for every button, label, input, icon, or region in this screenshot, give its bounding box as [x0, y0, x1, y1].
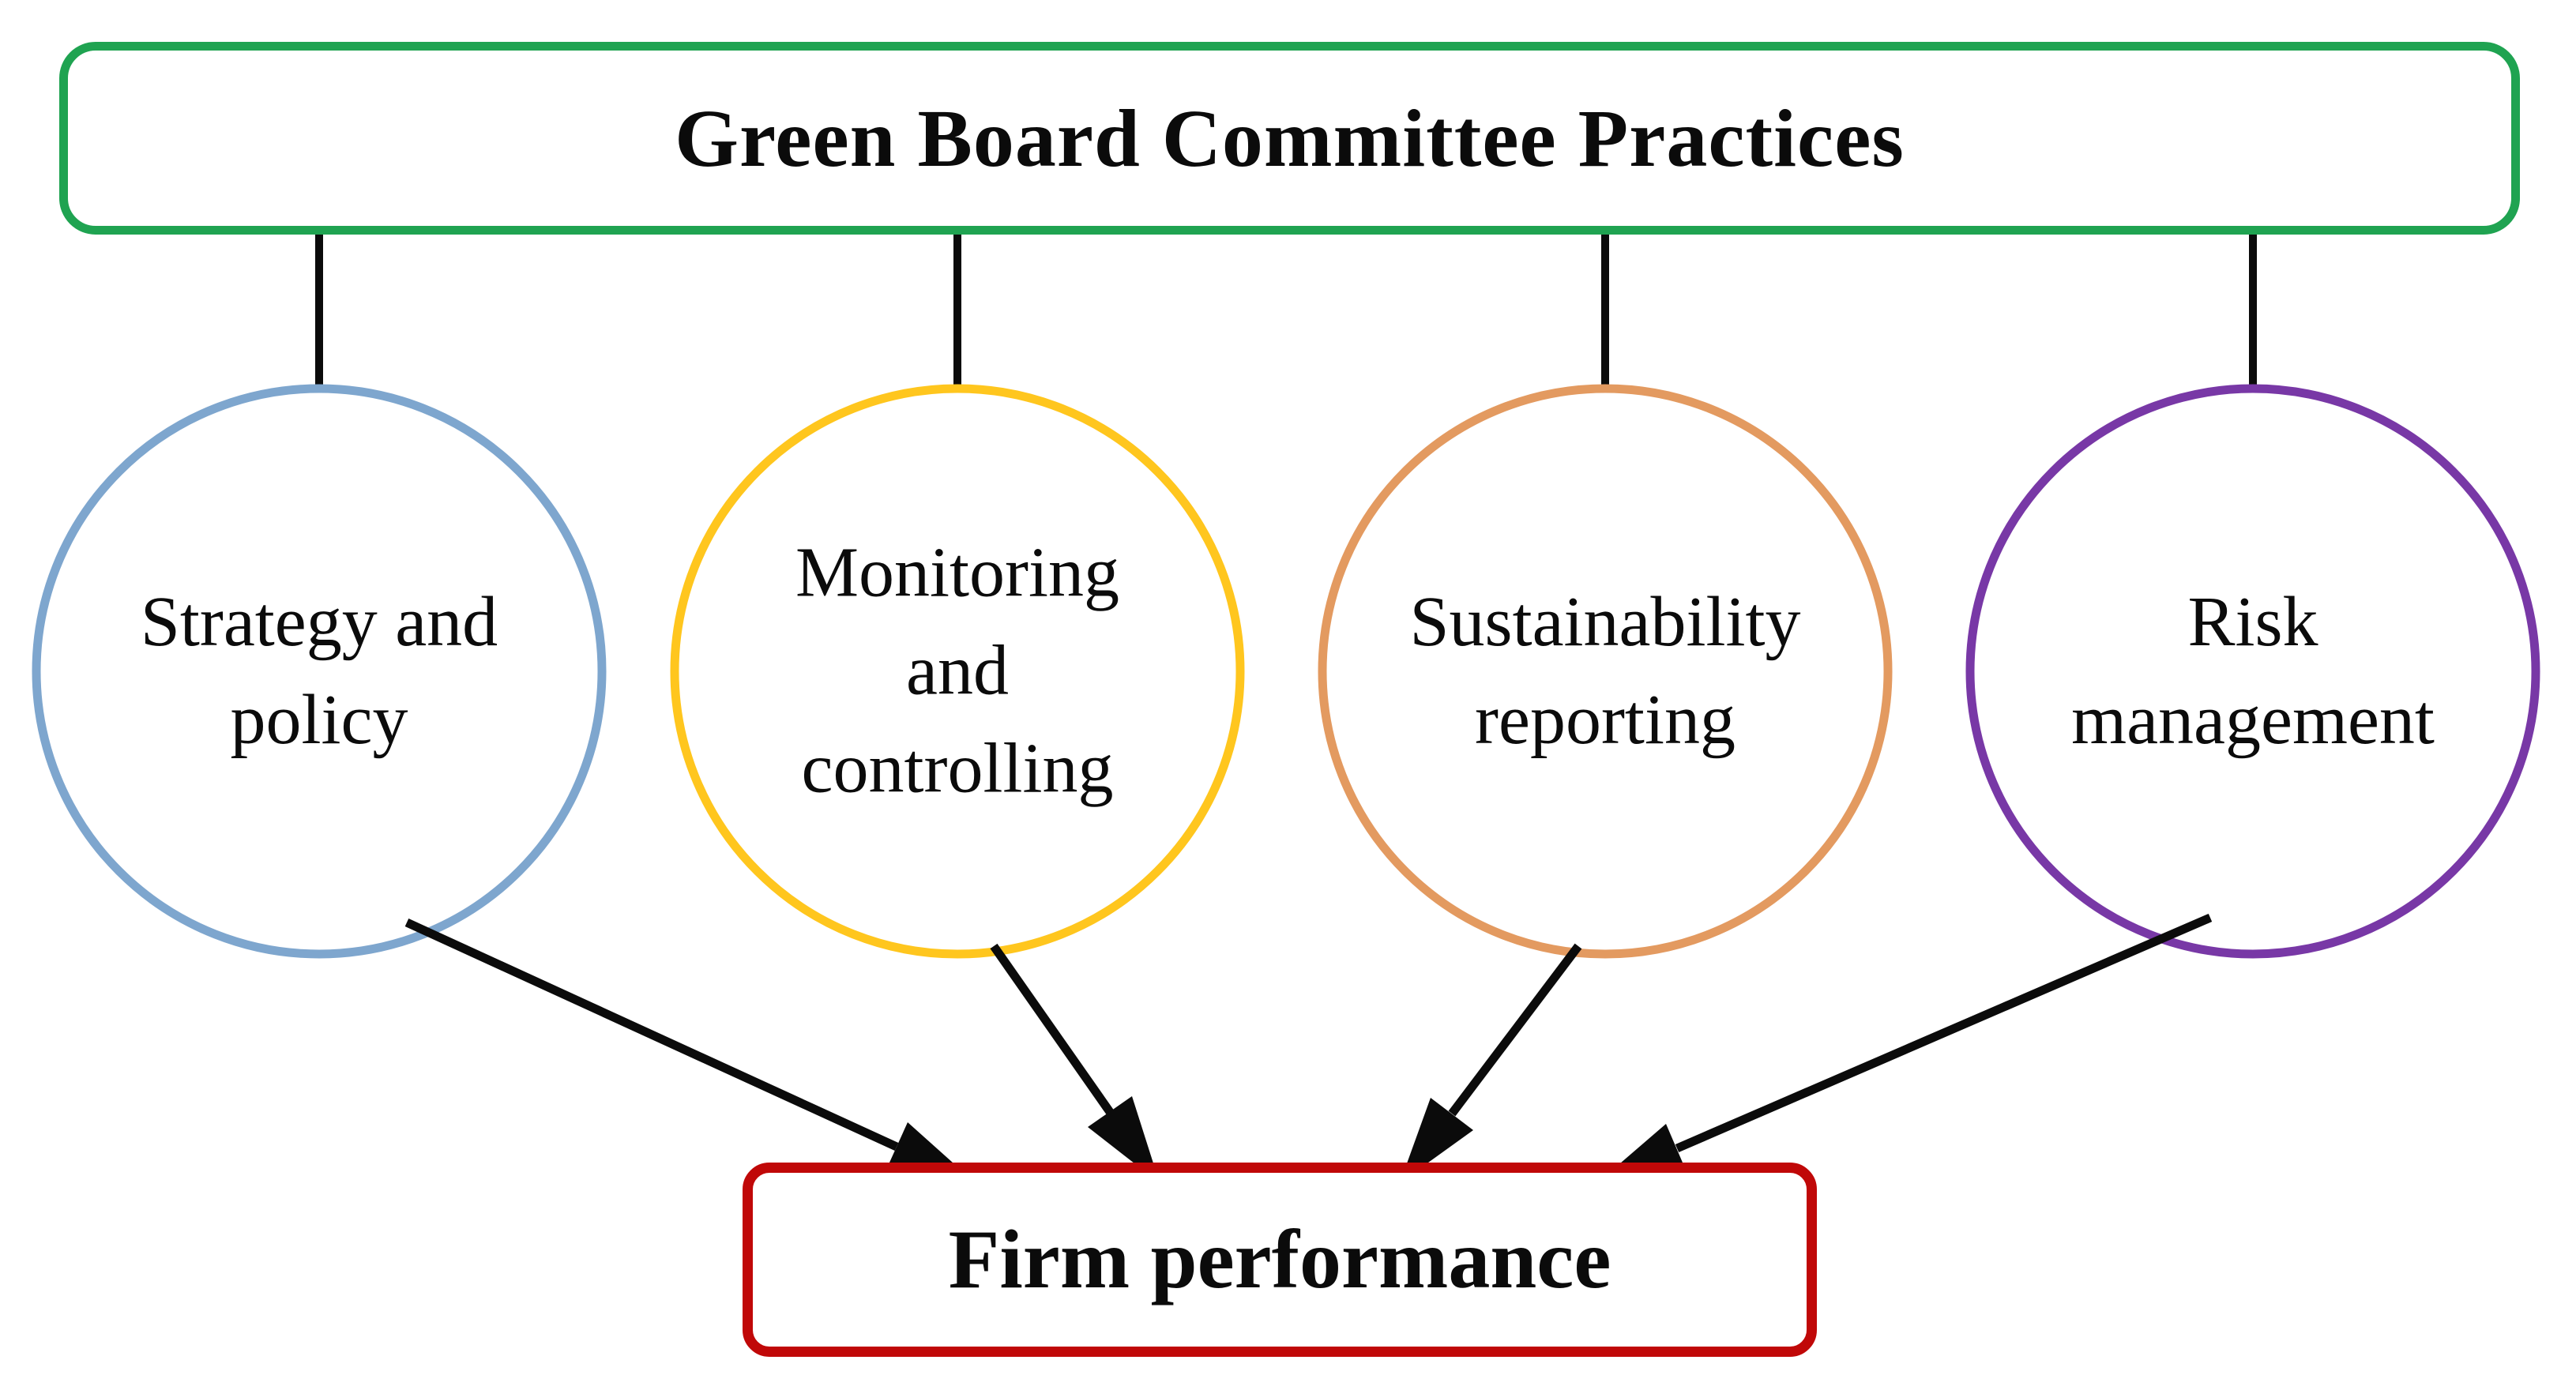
arrow-shaft: [404, 918, 899, 1151]
factor-label-strategy-policy: Strategy and policy: [140, 582, 498, 759]
factor-circle-sustainability-reporting: [1318, 384, 1893, 959]
factor-label-monitoring-controlling: Monitoring and controlling: [795, 533, 1119, 809]
factor-circle-monitoring-controlling: [670, 384, 1245, 959]
arrow-shaft: [990, 943, 1114, 1115]
factor-circle-strategy-policy: [32, 384, 607, 959]
arrow-shaft: [1675, 913, 2213, 1153]
factor-circle-risk-management: [1965, 384, 2540, 959]
arrow-shaft: [1448, 943, 1582, 1117]
factor-label-sustainability-reporting: Sustainability reporting: [1409, 582, 1801, 759]
arrow-sustainability-to-performance: [1400, 943, 1582, 1183]
arrow-risk-to-performance: [1597, 913, 2213, 1183]
outcome-box-label: Firm performance: [948, 1213, 1611, 1305]
title-box-label: Green Board Committee Practices: [675, 92, 1905, 184]
arrow-head: [1400, 1098, 1473, 1183]
outcome-box: Firm performance: [743, 1163, 1817, 1357]
title-box: Green Board Committee Practices: [59, 42, 2520, 235]
arrow-strategy-to-performance: [404, 918, 976, 1183]
arrow-monitoring-to-performance: [990, 943, 1160, 1183]
arrow-head: [1088, 1096, 1160, 1183]
factor-label-risk-management: Risk management: [2071, 582, 2435, 759]
